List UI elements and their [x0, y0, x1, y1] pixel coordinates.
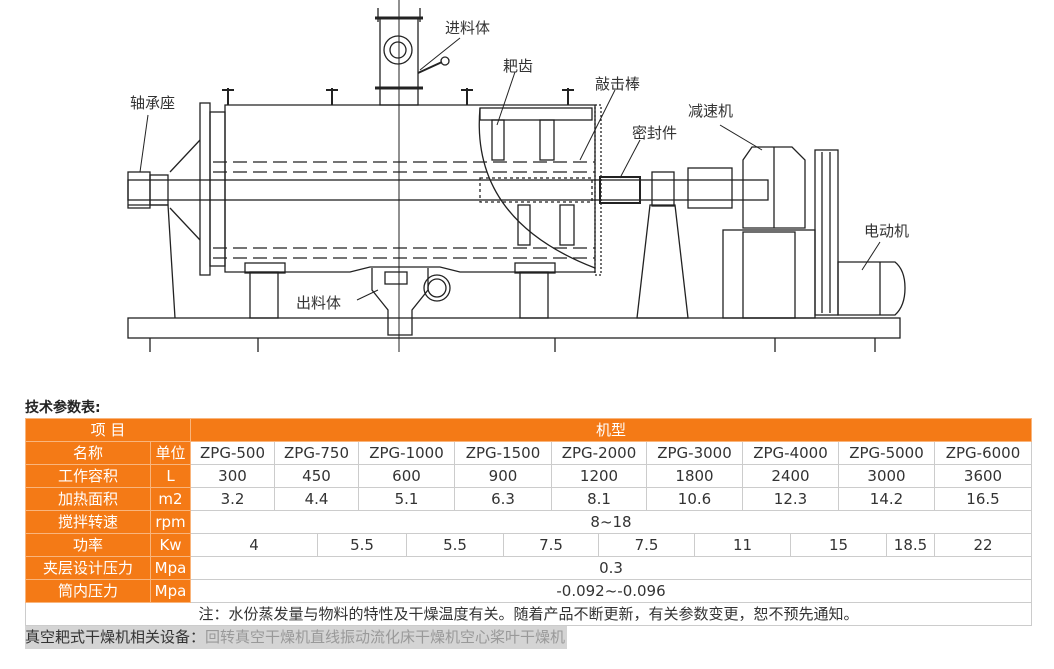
table-row: 加热面积 m2 3.2 4.4 5.1 6.3 8.1 10.6 12.3 14…: [25, 487, 1033, 511]
model-cell: ZPG-6000: [933, 441, 1033, 465]
value-cell: 300: [190, 464, 275, 488]
label-feed: 进料体: [445, 19, 491, 37]
value-cell: 16.5: [933, 487, 1033, 511]
value-cell: 3600: [933, 464, 1033, 488]
value-cell: 450: [274, 464, 359, 488]
value-cell: 5.1: [358, 487, 455, 511]
related-link[interactable]: 回转真空干燥机: [205, 628, 311, 646]
dryer-structure-diagram: [127, 0, 906, 352]
row-unit: L: [150, 464, 191, 488]
value-cell: 14.2: [838, 487, 935, 511]
row-unit: Mpa: [150, 579, 191, 603]
table-row: 功率 Kw 4 5.5 5.5 7.5 7.5 11 15 18.5 22: [25, 533, 1033, 557]
value-cell: 10.6: [646, 487, 743, 511]
label-reducer: 减速机: [688, 102, 734, 120]
label-discharge: 出料体: [296, 294, 342, 312]
label-seal: 密封件: [632, 124, 678, 142]
row-name: 夹层设计压力: [25, 556, 151, 580]
value-cell: 5.5: [317, 533, 407, 557]
model-cell: ZPG-2000: [551, 441, 647, 465]
value-cell: 6.3: [454, 487, 552, 511]
value-cell: 600: [358, 464, 455, 488]
name-label: 名称: [25, 441, 151, 465]
row-unit: rpm: [150, 510, 191, 534]
value-cell: 8~18: [189, 510, 1033, 534]
table-row: 筒内压力 Mpa -0.092~-0.096: [25, 579, 1033, 603]
table-row: 搅拌转速 rpm 8~18: [25, 510, 1033, 534]
related-link[interactable]: 空心桨叶干燥机: [460, 628, 566, 646]
row-name: 工作容积: [25, 464, 151, 488]
row-name: 加热面积: [25, 487, 151, 511]
value-cell: 2400: [742, 464, 839, 488]
model-row: 名称 单位 ZPG-500 ZPG-750 ZPG-1000 ZPG-1500 …: [25, 441, 1033, 465]
value-cell: 1200: [551, 464, 647, 488]
value-cell: -0.092~-0.096: [189, 579, 1033, 603]
row-name: 搅拌转速: [25, 510, 151, 534]
value-cell: 8.1: [551, 487, 647, 511]
header-row: 项 目 机型: [25, 418, 1033, 442]
table-title: 技术参数表:: [25, 400, 101, 416]
value-cell: 15: [790, 533, 887, 557]
value-cell: 18.5: [886, 533, 935, 557]
model-cell: ZPG-750: [274, 441, 359, 465]
model-cell: ZPG-4000: [742, 441, 839, 465]
table-row: 夹层设计压力 Mpa 0.3: [25, 556, 1033, 580]
value-cell: 4: [190, 533, 318, 557]
value-cell: 7.5: [503, 533, 599, 557]
value-cell: 4.4: [274, 487, 359, 511]
model-cell: ZPG-3000: [646, 441, 743, 465]
value-cell: 3000: [838, 464, 935, 488]
header-item: 项 目: [25, 418, 191, 442]
label-bearing: 轴承座: [130, 94, 176, 112]
label-rake: 耙齿: [503, 57, 534, 75]
value-cell: 7.5: [598, 533, 695, 557]
row-unit: m2: [150, 487, 191, 511]
model-cell: ZPG-1000: [358, 441, 455, 465]
value-cell: 1800: [646, 464, 743, 488]
spec-table: 项 目 机型 名称 单位 ZPG-500 ZPG-750 ZPG-1000 ZP…: [24, 418, 1033, 626]
row-name: 筒内压力: [25, 579, 151, 603]
value-cell: 3.2: [190, 487, 275, 511]
row-unit: Mpa: [150, 556, 191, 580]
table-row: 工作容积 L 300 450 600 900 1200 1800 2400 30…: [25, 464, 1033, 488]
value-cell: 0.3: [189, 556, 1033, 580]
unit-label: 单位: [150, 441, 191, 465]
value-cell: 11: [694, 533, 791, 557]
related-equipment-bar: 真空耙式干燥机相关设备：回转真空干燥机直线振动流化床干燥机空心桨叶干燥机: [25, 626, 568, 649]
row-name: 功率: [25, 533, 151, 557]
header-model: 机型: [189, 418, 1033, 442]
value-cell: 900: [454, 464, 552, 488]
table-note: 注：水份蒸发量与物料的特性及干燥温度有关。随着产品不断更新，有关参数变更，恕不预…: [24, 602, 1033, 626]
row-unit: Kw: [150, 533, 191, 557]
related-link[interactable]: 直线振动流化床干燥机: [310, 628, 461, 646]
model-cell: ZPG-500: [190, 441, 275, 465]
value-cell: 22: [933, 533, 1033, 557]
label-motor: 电动机: [864, 222, 910, 240]
note-row: 注：水份蒸发量与物料的特性及干燥温度有关。随着产品不断更新，有关参数变更，恕不预…: [24, 602, 1033, 626]
related-lead: 真空耙式干燥机相关设备：: [25, 628, 206, 646]
value-cell: 12.3: [742, 487, 839, 511]
value-cell: 5.5: [406, 533, 504, 557]
label-knock-bar: 敲击棒: [595, 75, 641, 93]
model-cell: ZPG-5000: [838, 441, 935, 465]
model-cell: ZPG-1500: [454, 441, 552, 465]
